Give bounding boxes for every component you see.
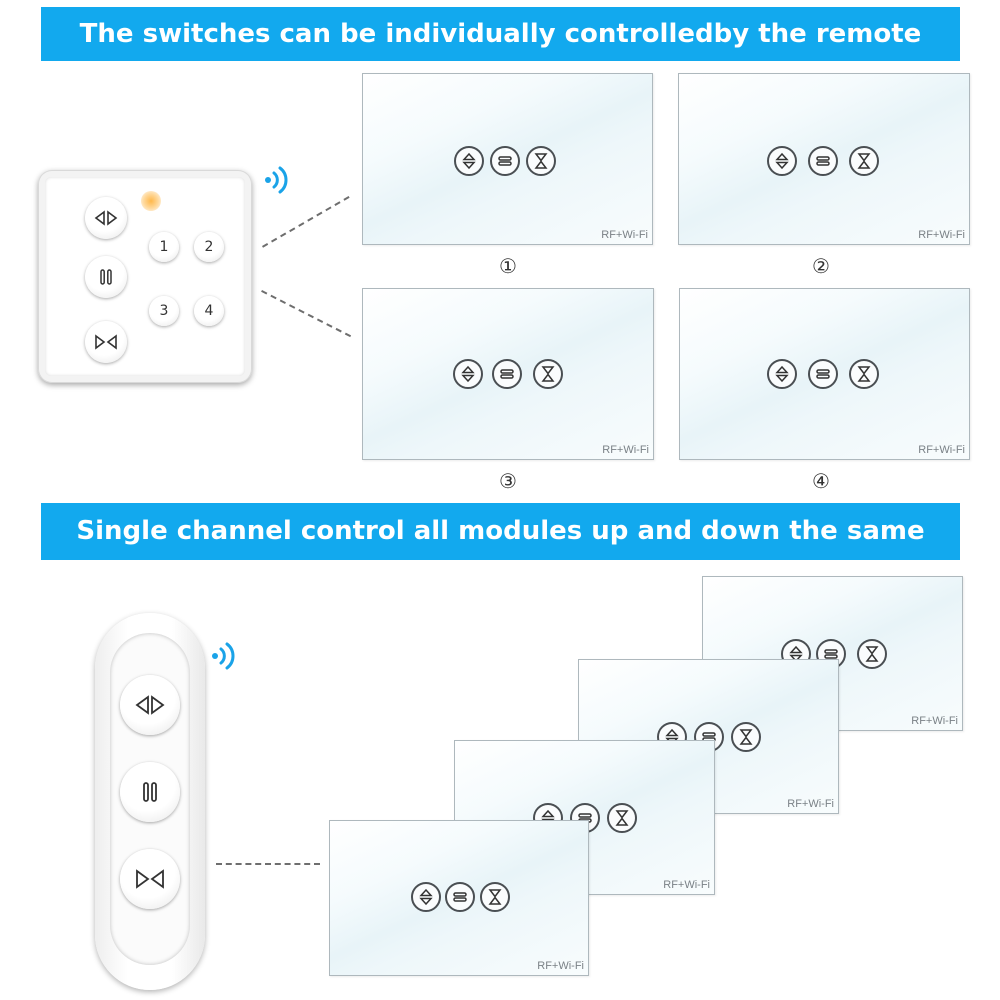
close-icon [95, 334, 117, 350]
pause-icon [445, 882, 475, 912]
switch-panel-4: RF+Wi-Fi [679, 288, 970, 460]
open-icon [767, 146, 797, 176]
panel-label: RF+Wi-Fi [601, 229, 648, 241]
channel-4-label: 4 [204, 303, 214, 319]
pause-icon [808, 146, 838, 176]
open-icon [453, 359, 483, 389]
pause-button[interactable] [120, 762, 180, 822]
channel-marker-4: ④ [812, 469, 830, 493]
panel-label: RF+Wi-Fi [663, 879, 710, 891]
channel-marker-1: ① [499, 254, 517, 278]
close-button[interactable] [120, 849, 180, 909]
switch-panel-3: RF+Wi-Fi [362, 288, 654, 460]
close-button[interactable] [85, 321, 127, 363]
wifi-signal-icon [265, 166, 288, 194]
channel-3-label: 3 [159, 303, 169, 319]
stacked-panel-front: RF+Wi-Fi [329, 820, 589, 976]
banner-single-channel: Single channel control all modules up an… [41, 503, 960, 603]
channel-4-button[interactable]: 4 [194, 296, 224, 326]
close-icon [607, 803, 637, 833]
square-remote: 1 2 3 4 [38, 170, 252, 383]
connector-line [216, 863, 320, 865]
close-icon [533, 359, 563, 389]
panel-label: RF+Wi-Fi [918, 229, 965, 241]
channel-3-button[interactable]: 3 [149, 296, 179, 326]
indicator-led [141, 191, 161, 211]
panel-label: RF+Wi-Fi [602, 444, 649, 456]
channel-2-label: 2 [204, 239, 214, 255]
open-button[interactable] [120, 675, 180, 735]
close-icon [731, 722, 761, 752]
close-icon [480, 882, 510, 912]
close-icon [849, 146, 879, 176]
close-icon [857, 639, 887, 669]
close-icon [526, 146, 556, 176]
channel-2-button[interactable]: 2 [194, 232, 224, 262]
connector-line [261, 290, 352, 338]
panel-label: RF+Wi-Fi [537, 960, 584, 972]
pause-icon [490, 146, 520, 176]
pause-icon [492, 359, 522, 389]
channel-1-label: 1 [159, 239, 169, 255]
channel-1-button[interactable]: 1 [149, 232, 179, 262]
close-icon [849, 359, 879, 389]
pause-icon [143, 782, 157, 802]
switch-panel-2: RF+Wi-Fi [678, 73, 970, 245]
channel-marker-3: ③ [499, 469, 517, 493]
panel-label: RF+Wi-Fi [787, 798, 834, 810]
open-button[interactable] [85, 197, 127, 239]
open-icon [767, 359, 797, 389]
channel-marker-2: ② [812, 254, 830, 278]
connector-line [262, 196, 350, 248]
switch-panel-1: RF+Wi-Fi [362, 73, 653, 245]
open-icon [135, 695, 165, 715]
pause-button[interactable] [85, 256, 127, 298]
panel-label: RF+Wi-Fi [918, 444, 965, 456]
handheld-remote [95, 613, 205, 990]
pause-icon [100, 269, 112, 285]
close-icon [136, 869, 164, 889]
open-icon [411, 882, 441, 912]
open-icon [94, 210, 118, 226]
wifi-signal-icon [212, 642, 235, 670]
open-icon [454, 146, 484, 176]
pause-icon [808, 359, 838, 389]
panel-label: RF+Wi-Fi [911, 715, 958, 727]
banner-individual-control: The switches can be individually control… [41, 7, 960, 103]
